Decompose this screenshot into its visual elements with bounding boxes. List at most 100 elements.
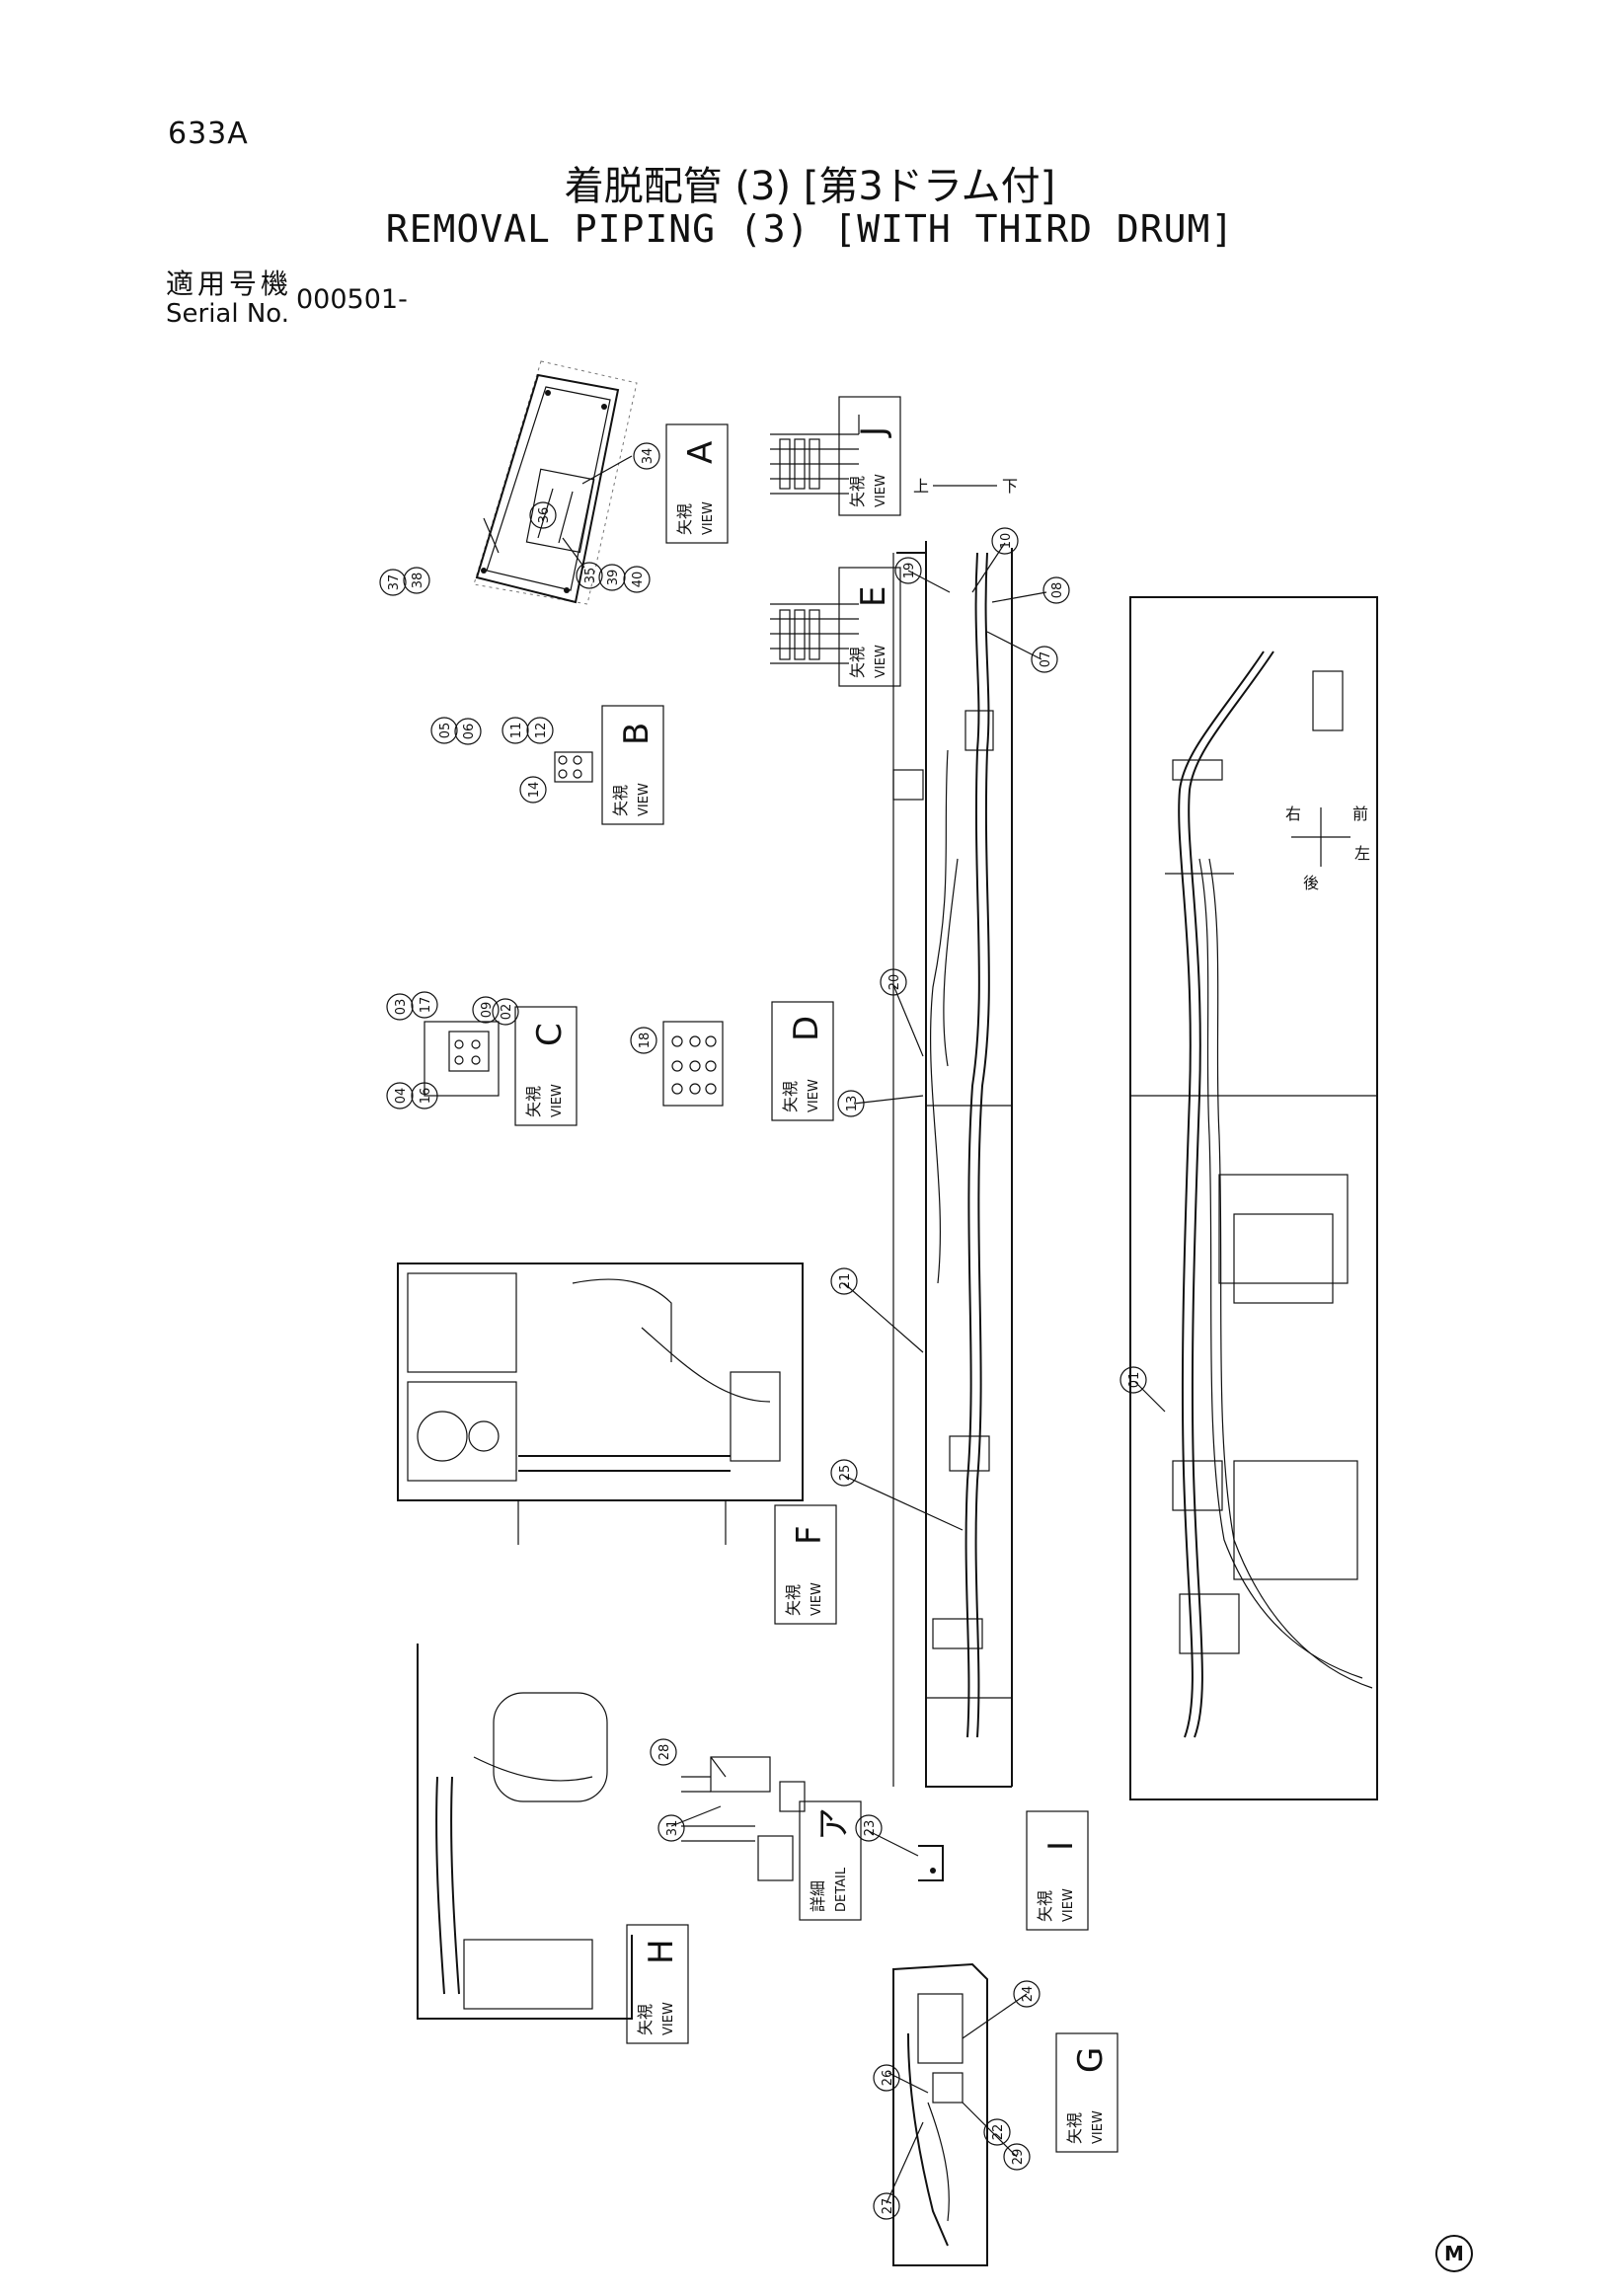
callout-number: 22 [991,2124,1006,2141]
callout-number: 06 [462,724,477,740]
callout-number: 17 [419,997,433,1014]
callout-number: 01 [1127,1372,1142,1389]
detail-7-jp: 詳細 [809,1880,827,1912]
callout-number: 08 [1050,582,1065,599]
callout-36: 36 [529,501,557,529]
compass-front: 前 [1352,804,1368,823]
view-labels: 矢視 VIEW A 矢視 VIEW J 矢視 VIEW E 矢視 VIEW B … [514,396,1119,2153]
view-j-label: VIEW [874,474,888,507]
callout-number: 29 [1011,2149,1026,2166]
view-j-letter: J [854,426,893,438]
callout-number: 14 [527,782,542,799]
callout-number: 09 [480,1002,495,1019]
callout-16: 16 [411,1082,438,1110]
callout-number: 21 [838,1273,853,1290]
callout-number: 31 [665,1820,680,1837]
callout-04: 04 [386,1082,414,1110]
view-e-letter: E [854,586,893,607]
view-a-drawing [473,360,638,605]
compass-left: 左 [1354,844,1370,863]
view-j-jp: 矢視 [848,476,867,507]
view-c-jp: 矢視 [524,1086,543,1117]
callout-06: 06 [454,718,482,745]
view-d-jp: 矢視 [781,1081,800,1112]
callout-number: 04 [394,1088,409,1105]
view-f-drawing [397,1263,804,1545]
callout-34: 34 [633,442,660,470]
callout-number: 25 [838,1465,853,1482]
view-a-jp: 矢視 [675,503,694,535]
callout-28: 28 [650,1738,677,1766]
callout-10: 10 [991,527,1019,555]
callout-number: 23 [863,1820,878,1837]
callout-23: 23 [855,1814,883,1842]
callout-19: 19 [894,557,922,584]
callout-number: 38 [411,573,425,589]
leader-lines [483,455,1166,2204]
view-c-drawing [424,1021,500,1097]
view-f-letter: F [790,1525,829,1545]
up-down-indicator: 上 下 [913,477,1018,496]
callout-number: 10 [999,533,1014,550]
indicator-up: 上 [913,477,929,496]
callout-number: 37 [387,574,402,591]
title-japanese: 着脱配管 (3) [第3ドラム付] [564,164,1056,209]
view-f-jp: 矢視 [784,1584,803,1616]
callout-05: 05 [430,717,458,744]
view-d-letter: D [787,1016,826,1041]
view-h-letter: H [642,1939,681,1964]
right-frame-drawing [1129,596,1378,1800]
title-english: REMOVAL PIPING (3) [WITH THIRD DRUM] [385,207,1235,251]
callout-02: 02 [492,998,519,1026]
callout-17: 17 [411,991,438,1019]
view-g-jp: 矢視 [1065,2112,1084,2144]
callout-number: 27 [881,2198,895,2215]
callout-29: 29 [1003,2143,1031,2171]
callout-21: 21 [830,1267,858,1295]
callout-number: 26 [881,2070,895,2087]
detail-7-drawing [681,1756,806,1881]
view-g-drawing [892,1962,988,2266]
view-b-label: VIEW [637,783,652,816]
view-g-label: VIEW [1091,2110,1106,2144]
callout-37: 37 [379,569,407,596]
detail-7-label: DETAIL [834,1867,849,1912]
view-h-drawing [417,1644,633,2020]
callout-number: 18 [638,1033,653,1049]
view-g-letter: G [1071,2047,1111,2073]
callout-18: 18 [630,1027,657,1054]
manufacturer-mark: M [1435,2235,1473,2272]
callout-number: 24 [1021,1986,1036,2003]
callout-22: 22 [983,2118,1011,2146]
callout-26: 26 [873,2064,900,2092]
callout-number: 12 [534,723,549,739]
indicator-down: 下 [1002,477,1018,496]
callout-number: 20 [887,974,902,991]
view-b-jp: 矢視 [611,785,630,816]
view-f-label: VIEW [810,1582,824,1616]
callout-03: 03 [386,993,414,1021]
callout-number: 05 [438,723,453,739]
view-i-letter: I [1041,1841,1081,1851]
callout-20: 20 [880,968,907,996]
callout-07: 07 [1031,646,1058,673]
callout-number: 16 [419,1088,433,1105]
callout-38: 38 [403,567,430,594]
detail-7-letter: ア [814,1807,854,1841]
view-d-label: VIEW [807,1079,821,1112]
view-d-drawing [662,1021,724,1107]
callout-31: 31 [657,1814,685,1842]
callout-08: 08 [1042,576,1070,604]
compass-back: 後 [1303,874,1319,892]
serial-label-english: Serial No. [166,299,289,329]
callout-40: 40 [623,566,651,593]
callout-27: 27 [873,2192,900,2220]
view-a-letter: A [681,441,721,464]
callout-number: 07 [1039,651,1053,668]
callout-09: 09 [472,996,500,1024]
callout-35: 35 [576,562,603,589]
view-i-label: VIEW [1061,1888,1076,1922]
callout-number: 11 [509,723,524,739]
